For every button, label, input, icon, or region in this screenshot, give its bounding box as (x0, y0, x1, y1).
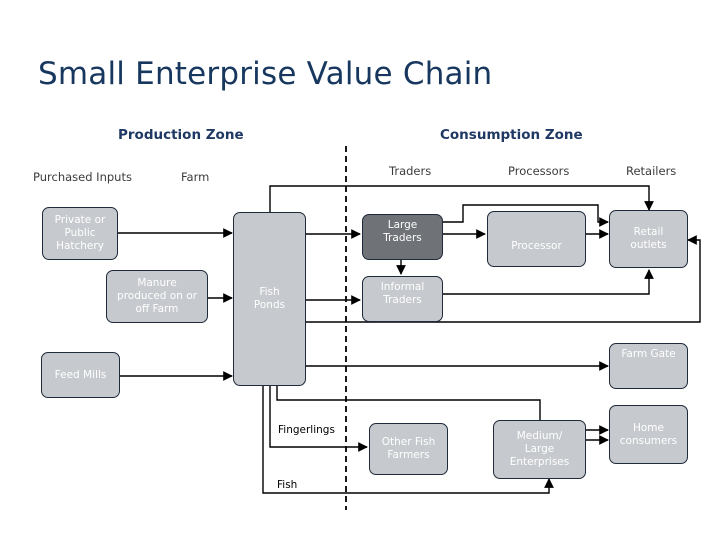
traders-label: Traders (389, 164, 432, 178)
purchased-inputs-label: Purchased Inputs (33, 170, 132, 184)
node-processor: Processor (487, 211, 586, 267)
edge-fingerlings-farmers (269, 386, 368, 452)
node-hatchery: Private or Public Hatchery (42, 207, 118, 260)
fish-label: Fish (277, 479, 298, 491)
edge-large-retail (443, 204, 609, 227)
consumption-zone-heading: Consumption Zone (440, 127, 583, 143)
node-fish-ponds: Fish Ponds (233, 212, 306, 386)
node-informal-traders: Informal Traders (362, 276, 443, 322)
node-manure: Manure produced on or off Farm (106, 270, 208, 323)
node-medium-large-enterprises: Medium/ Large Enterprises (493, 420, 586, 479)
node-large-traders: Large Traders (362, 214, 443, 260)
retailers-label: Retailers (626, 164, 677, 178)
edge-ponds-retail-lower (306, 235, 701, 323)
node-other-fish-farmers: Other Fish Farmers (369, 423, 448, 475)
diagram-title: Small Enterprise Value Chain (38, 56, 493, 92)
node-retail-outlets: Retail outlets (609, 210, 688, 268)
node-feed-mills: Feed Mills (41, 352, 120, 398)
farm-label: Farm (181, 170, 210, 184)
edge-informal-retail (443, 269, 654, 295)
fingerlings-label: Fingerlings (278, 424, 335, 436)
edge-ponds-retail (269, 185, 654, 212)
processors-label: Processors (508, 164, 570, 178)
production-zone-heading: Production Zone (118, 127, 244, 143)
node-home-consumers: Home consumers (609, 405, 688, 464)
edge-fish-enterprises (262, 386, 554, 494)
node-farm-gate: Farm Gate (609, 343, 688, 389)
